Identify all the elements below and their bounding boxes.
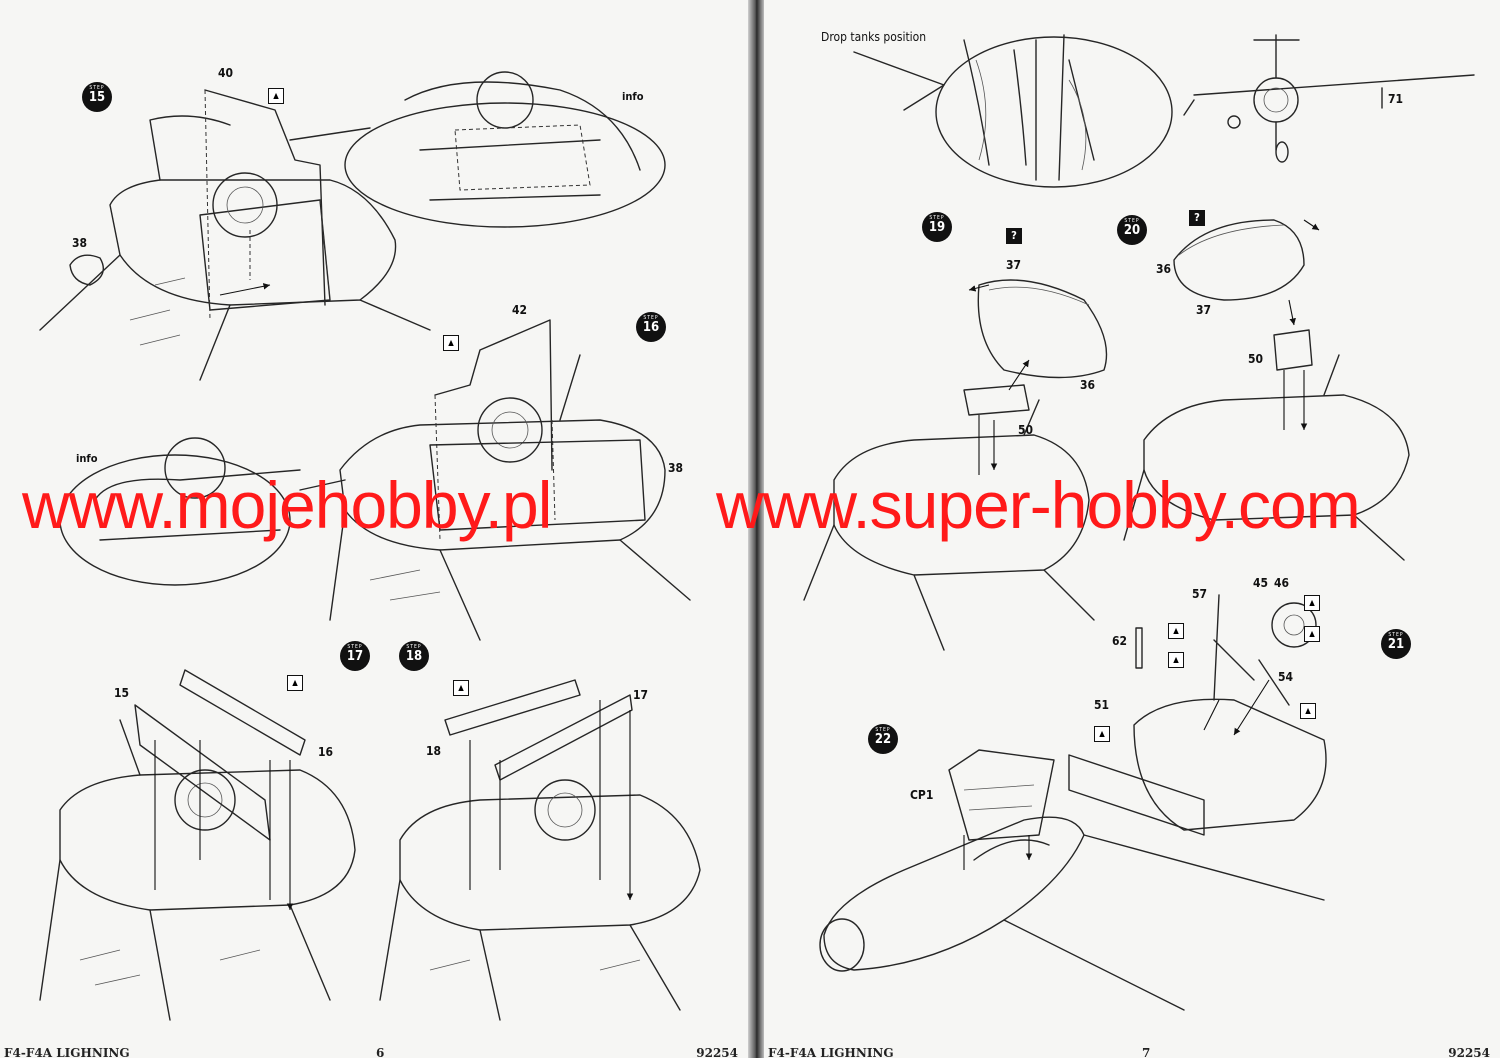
part-number: 42 <box>512 303 528 317</box>
step-number: 16 <box>642 320 660 335</box>
glue-bottle-icon <box>443 335 459 351</box>
glue-bottle-icon <box>1304 626 1320 642</box>
instruction-page-left: STEP 15 STEP 16 STEP 17 STEP 18 info inf… <box>0 0 748 1058</box>
footer-code: 92254 <box>696 1046 738 1058</box>
step-word: STEP <box>643 315 659 321</box>
step-word: STEP <box>1124 218 1140 224</box>
part-number: 36 <box>1080 378 1096 392</box>
step-word: STEP <box>406 644 422 650</box>
page-footer-right: F4-F4A LIGHNING 7 92254 <box>768 1046 1496 1058</box>
step-badge-17: STEP 17 <box>340 641 370 671</box>
step-badge-22: STEP 22 <box>868 724 898 754</box>
glue-bottle-icon <box>1304 595 1320 611</box>
part-number: 36 <box>1156 262 1172 276</box>
part-number: 16 <box>318 745 334 759</box>
step17-drawing <box>39 669 356 1021</box>
step-badge-21: STEP 21 <box>1381 629 1411 659</box>
part-number: 51 <box>1094 698 1110 712</box>
instruction-page-right: Drop tanks position STEP 19 STEP 20 STEP… <box>764 0 1500 1058</box>
step-number: 15 <box>88 90 106 105</box>
assembly-drawings-right <box>803 34 1475 1011</box>
part-number: 45 <box>1253 576 1269 590</box>
step21-drawing <box>1068 594 1327 836</box>
glue-bottle-icon <box>1094 726 1110 742</box>
part-number: 17 <box>633 688 649 702</box>
drop-tanks-caption: Drop tanks position <box>821 30 927 44</box>
step-badge-18: STEP 18 <box>399 641 429 671</box>
front-view-aircraft <box>1183 34 1475 163</box>
footer-page-number: 7 <box>1142 1046 1151 1058</box>
part-number: 38 <box>72 236 88 250</box>
footer-title: F4-F4A LIGHNING <box>768 1046 894 1058</box>
step15-drawing <box>39 71 666 381</box>
info-label: info <box>622 90 644 103</box>
step-word: STEP <box>89 85 105 91</box>
glue-bottle-icon <box>1168 652 1184 668</box>
step-word: STEP <box>347 644 363 650</box>
step-word: STEP <box>1388 632 1404 638</box>
step-number: 19 <box>928 220 946 235</box>
step20-drawing <box>1123 219 1410 561</box>
glue-bottle-icon <box>1168 623 1184 639</box>
glue-bottle-icon <box>1300 703 1316 719</box>
step-number: 22 <box>874 732 892 747</box>
part-number: CP1 <box>910 788 934 802</box>
part-number: 46 <box>1274 576 1290 590</box>
glue-bottle-icon <box>453 680 469 696</box>
footer-title: F4-F4A LIGHNING <box>4 1046 130 1058</box>
part-number: 50 <box>1248 352 1264 366</box>
step22-drawing <box>819 749 1325 1011</box>
page-footer-left: F4-F4A LIGHNING 6 92254 <box>4 1046 744 1058</box>
watermark-right: www.super-hobby.com <box>716 468 1361 542</box>
book-gutter <box>748 0 764 1058</box>
part-number: 62 <box>1112 634 1128 648</box>
step18-drawing <box>379 679 701 1021</box>
step16-drawing <box>59 319 691 641</box>
part-number: 38 <box>668 461 684 475</box>
step-word: STEP <box>929 215 945 221</box>
part-number: 37 <box>1006 258 1022 272</box>
step-badge-16: STEP 16 <box>636 312 666 342</box>
part-number: 40 <box>218 66 234 80</box>
part-number: 57 <box>1192 587 1208 601</box>
drop-tanks-detail <box>853 34 1173 188</box>
glue-bottle-icon <box>287 675 303 691</box>
step-number: 18 <box>405 649 423 664</box>
step-number: 21 <box>1387 637 1405 652</box>
question-icon: ? <box>1189 210 1205 226</box>
part-number: 50 <box>1018 423 1034 437</box>
footer-page-number: 6 <box>376 1046 385 1058</box>
step19-drawing <box>803 279 1108 651</box>
part-number: 15 <box>114 686 130 700</box>
assembly-drawings-left <box>39 71 701 1021</box>
step-number: 20 <box>1123 223 1141 238</box>
step-badge-19: STEP 19 <box>922 212 952 242</box>
step-number: 17 <box>346 649 364 664</box>
part-number: 54 <box>1278 670 1294 684</box>
part-number: 18 <box>426 744 442 758</box>
footer-code: 92254 <box>1448 1046 1490 1058</box>
step-badge-15: STEP 15 <box>82 82 112 112</box>
question-icon: ? <box>1006 228 1022 244</box>
part-number: 37 <box>1196 303 1212 317</box>
part-number: 71 <box>1388 92 1404 106</box>
step-badge-20: STEP 20 <box>1117 215 1147 245</box>
glue-bottle-icon <box>268 88 284 104</box>
info-label: info <box>76 452 98 465</box>
step-word: STEP <box>875 727 891 733</box>
watermark-left: www.mojehobby.pl <box>22 468 552 542</box>
